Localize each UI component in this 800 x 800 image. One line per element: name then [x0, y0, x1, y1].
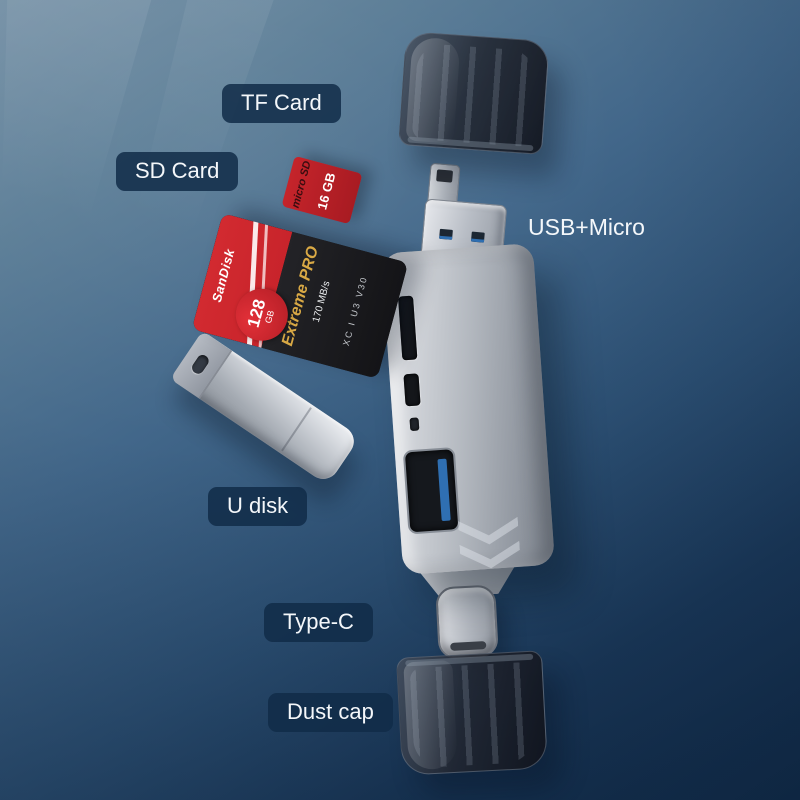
- label-type-c: Type-C: [264, 603, 373, 642]
- tf-card-capacity: 16 GB: [314, 171, 339, 212]
- tf-card: micro SD 16 GB: [281, 155, 363, 225]
- u-disk-lanyard-hole: [189, 352, 211, 377]
- usb-contact-window: [439, 228, 453, 240]
- label-usb-micro: USB+Micro: [528, 214, 645, 240]
- led-indicator-hole: [409, 417, 420, 432]
- u-disk-seam: [281, 407, 312, 452]
- label-sd-card: SD Card: [116, 152, 239, 191]
- dust-cap-bottom: [396, 650, 548, 776]
- label-tf-card: TF Card: [222, 84, 341, 123]
- card-reader-body: [380, 243, 556, 575]
- usb-a-port: [402, 447, 461, 535]
- type-c-plug: [435, 584, 499, 660]
- sd-card-capacity-unit: GB: [262, 309, 276, 325]
- dust-cap-highlight: [403, 659, 458, 771]
- u-disk-lanyard-end: [170, 330, 233, 400]
- tf-card-slot: [403, 373, 421, 407]
- sd-card-slot: [397, 295, 418, 361]
- label-u-disk: U disk: [208, 487, 308, 526]
- sd-card-spec-badges: XC I U3 V30: [340, 274, 370, 347]
- tf-card-logo: micro SD: [289, 159, 314, 210]
- dust-cap-highlight: [405, 36, 461, 144]
- label-dust-cap: Dust cap: [268, 693, 393, 732]
- usb-contact-window: [470, 231, 485, 243]
- body-chevron: [458, 517, 520, 551]
- dust-cap-top: [398, 31, 550, 155]
- usb-port-tongue: [437, 458, 451, 522]
